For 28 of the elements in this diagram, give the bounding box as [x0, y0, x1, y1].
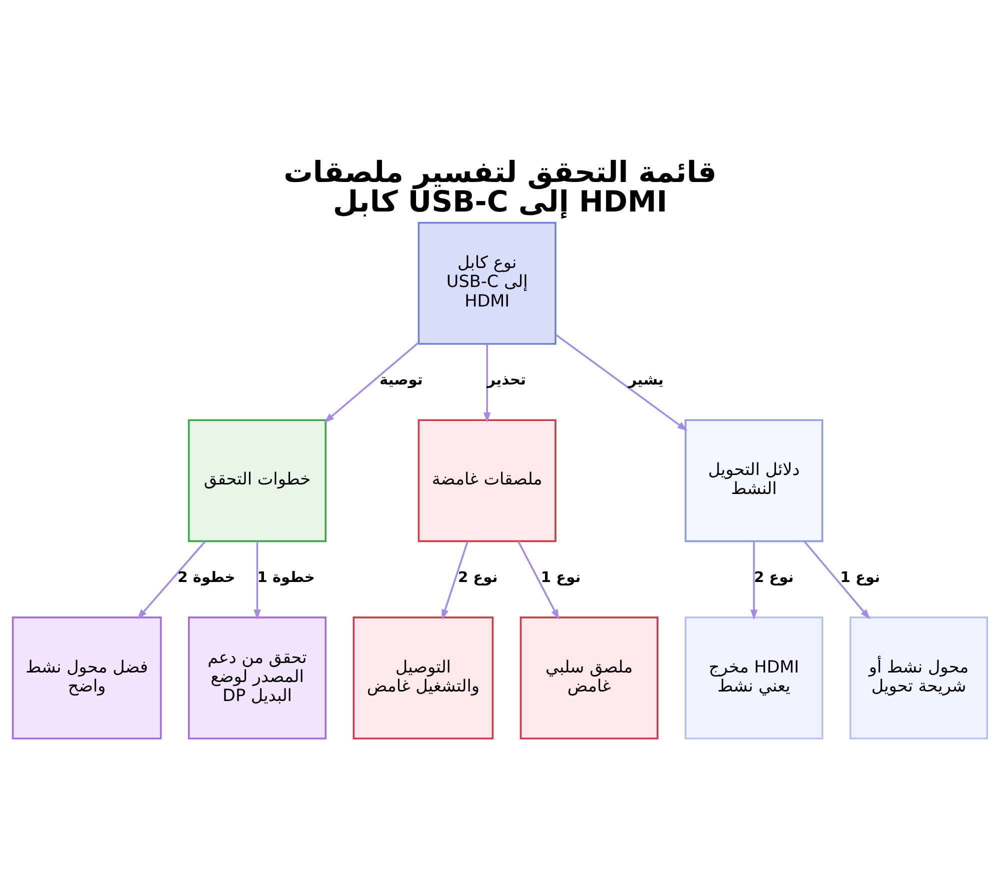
- arrow: [750, 540, 758, 620]
- arrow: [555, 333, 688, 431]
- node-box: تحقق من دعم المصدر لوضع DP البديل: [188, 616, 327, 739]
- edge-label: توصية: [379, 371, 423, 388]
- node-box: ملصقات غامضة: [418, 418, 556, 542]
- node-box: فضل محول نشط واضح: [12, 616, 162, 739]
- edge-label: نوع 1: [540, 568, 581, 586]
- arrow: [442, 540, 468, 620]
- edge-label: خطوة 2: [178, 568, 236, 586]
- edge-label: خطوة 1: [257, 568, 315, 586]
- arrow: [137, 540, 206, 619]
- arrow: [483, 344, 491, 422]
- edge-label: نوع 2: [754, 568, 794, 586]
- node-box: ملصق سلبي غامض: [520, 616, 658, 739]
- node-box: خطوات التحقق: [188, 418, 327, 542]
- edge-label: نوع 2: [458, 568, 498, 586]
- edge-label: يشير: [628, 371, 664, 388]
- arrow: [517, 540, 560, 620]
- node-box: مخرج HDMI يعني نشط: [684, 616, 824, 739]
- node-box: دلائل التحويل النشط: [684, 418, 824, 542]
- edge-label: تحذير: [487, 371, 526, 388]
- node-box: محول نشط أو شريحة تحويل: [849, 616, 988, 739]
- arrow: [254, 540, 261, 620]
- diagram-title: قائمة التحقق لتفسير ملصقات كابل USB-C إلى HDMI: [284, 154, 717, 218]
- node-box: التوصيل والتشغيل غامض: [352, 616, 494, 739]
- arrow: [324, 342, 420, 422]
- edge-label: نوع 1: [840, 568, 880, 586]
- arrow: [804, 540, 870, 619]
